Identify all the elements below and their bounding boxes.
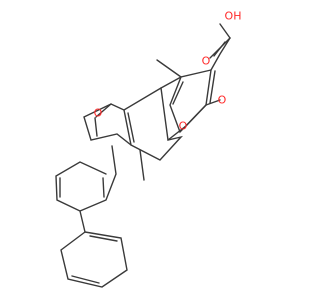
bond-c4-c4a [160, 76, 182, 89]
bond-lactone-co [205, 99, 221, 106]
bond-c4-methyl [156, 59, 182, 78]
bond-acid-oh [219, 23, 231, 39]
acid-carbonyl-oxygen-label: O [202, 55, 211, 68]
chemical-structure-diagram: OH O O O O [55, 10, 242, 288]
double-bond-lines [59, 41, 226, 284]
bond-acid-ch2 [210, 37, 231, 71]
furan-oxygen-label: O [94, 107, 103, 120]
terminal-phenyl-ring [60, 231, 128, 288]
bond-furan-o [95, 103, 112, 118]
furan-ring [83, 103, 132, 146]
bond-o-c8a [167, 125, 187, 141]
bond-ring-methyl [139, 149, 145, 181]
bond-lines [55, 23, 231, 288]
bond-biphenyl-link [79, 210, 86, 233]
bond-furan-biphenyl [55, 145, 117, 212]
atom-labels: OH O O O O [94, 10, 242, 133]
bond-pyran-o [185, 104, 207, 127]
pyran-oxygen-label: O [179, 120, 188, 133]
pyranone-ring [169, 69, 212, 134]
hydroxyl-oxygen-label: OH [225, 10, 242, 23]
lactone-carbonyl-oxygen-label: O [218, 94, 227, 107]
